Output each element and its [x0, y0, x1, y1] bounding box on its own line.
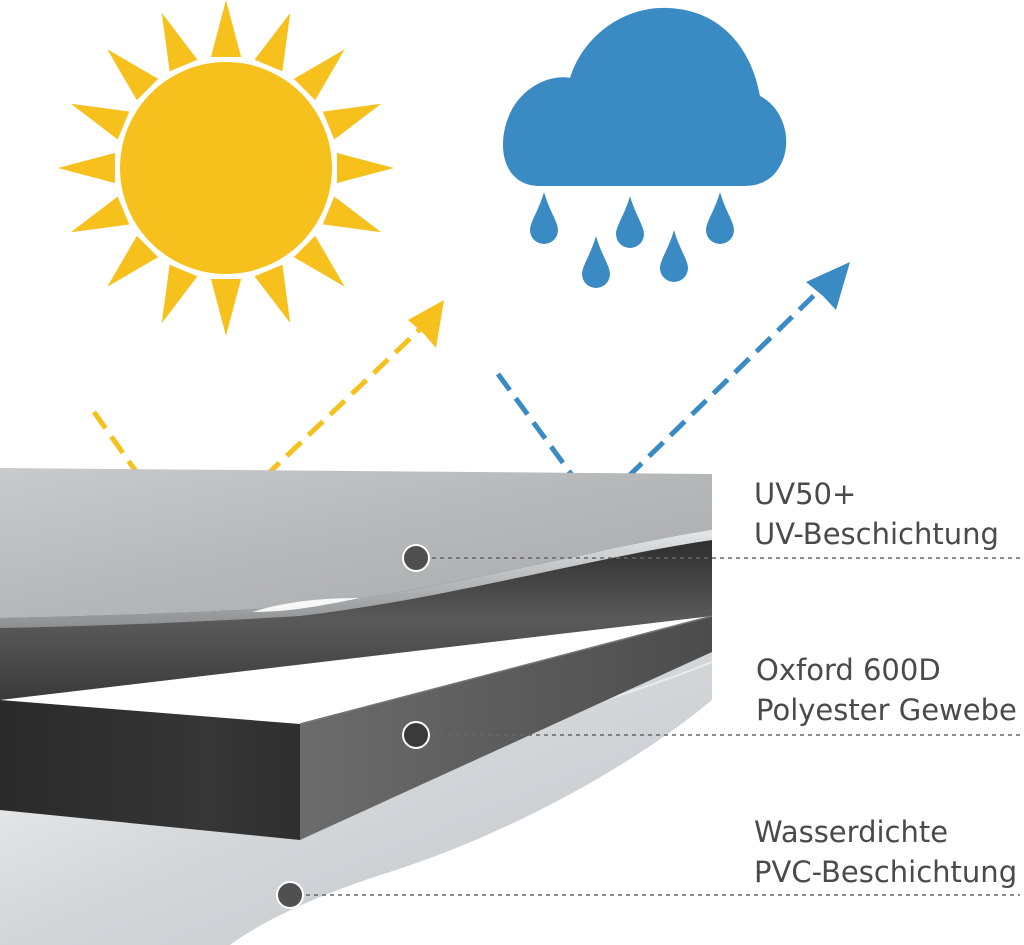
pvc-label-line1: Wasserdichte [754, 815, 948, 849]
sun-ray [107, 49, 159, 101]
oxford-callout [402, 721, 1020, 749]
sun-ray [254, 264, 291, 324]
sun-ray [70, 103, 130, 140]
sun-ray [293, 49, 345, 101]
cloud-icon [502, 7, 787, 186]
sun-ray [58, 152, 116, 184]
raindrop-icon [706, 192, 734, 244]
arrowhead-icon [806, 262, 850, 310]
oxford-label-line1: Oxford 600D [756, 653, 941, 687]
arrowhead-icon [408, 300, 444, 348]
uv-callout [402, 544, 1020, 572]
pvc-label-line2: PVC-Beschichtung [754, 855, 1017, 889]
sun-ray [70, 196, 130, 233]
sun-ray [161, 12, 198, 72]
sun-ray [107, 235, 159, 287]
raindrops [530, 192, 734, 288]
raindrop-icon [530, 192, 558, 244]
uv-label-line2: UV-Beschichtung [754, 517, 999, 551]
sun-ray [254, 12, 291, 72]
uv-label-line1: UV50+ [754, 477, 856, 511]
oxford-marker [402, 721, 430, 749]
pvc-marker [276, 881, 304, 909]
uv-layer [0, 468, 712, 628]
sun-ray [210, 278, 242, 336]
sun-ray [293, 235, 345, 287]
rain-reflection-arrow [495, 262, 850, 511]
raindrop-icon [582, 236, 610, 288]
oxford-layer [0, 540, 713, 840]
oxford-label-line2: Polyester Gewebe [756, 693, 1017, 727]
sun-ray [336, 152, 394, 184]
uv-marker [402, 544, 430, 572]
sun-ray [210, 0, 242, 58]
sun-ray [161, 264, 198, 324]
raindrop-icon [616, 196, 644, 248]
sun-disc [120, 62, 332, 274]
sun-icon [58, 0, 394, 336]
raindrop-icon [660, 230, 688, 282]
pvc-callout [276, 881, 1020, 909]
sun-ray [322, 103, 382, 140]
sun-ray [322, 196, 382, 233]
rain-cloud-icon [502, 7, 787, 288]
